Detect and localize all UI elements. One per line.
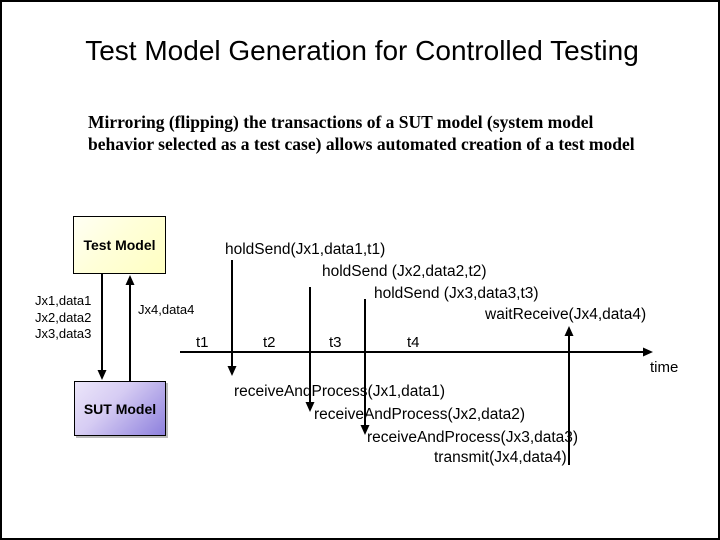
receive-event-3: receiveAndProcess(Jx3,data3) xyxy=(367,429,579,446)
downlink-label-2: Jx2,data2 xyxy=(35,309,92,325)
sut-model-label: SUT Model xyxy=(83,400,157,417)
sut-model-box: SUT Model xyxy=(74,381,166,436)
downlink-label-1: Jx1,data1 xyxy=(35,293,92,308)
arrow-test-to-sut xyxy=(97,274,107,380)
slide-title: Test Model Generation for Controlled Tes… xyxy=(85,35,639,66)
uplink-label: Jx4,data4 xyxy=(138,302,195,317)
receive-event-4: transmit(Jx4,data4) xyxy=(434,449,567,466)
receive-event-2: receiveAndProcess(Jx2,data2) xyxy=(314,406,526,423)
test-model-label: Test Model xyxy=(83,237,156,253)
time-axis-label: time xyxy=(650,359,679,376)
downlink-labels: Jx1,data1 Jx2,data2 Jx3,data3 xyxy=(35,293,91,343)
send-event-3: holdSend (Jx3,data3,t3) xyxy=(374,285,539,302)
send-event-1: holdSend(Jx1,data1,t1) xyxy=(225,241,386,258)
timeline-tick-t2: t2 xyxy=(263,334,276,351)
slide-body-paragraph: Mirroring (flipping) the transactions of… xyxy=(88,112,635,154)
send-event-2: holdSend (Jx2,data2,t2) xyxy=(322,263,487,280)
arrow-sut-to-test xyxy=(125,275,135,381)
arrow-holdsend-1 xyxy=(227,260,237,376)
send-event-4: waitReceive(Jx4,data4) xyxy=(485,306,647,323)
downlink-label-3: Jx3,data3 xyxy=(35,326,92,341)
timeline-tick-t3: t3 xyxy=(329,334,342,351)
timeline-tick-t1: t1 xyxy=(196,334,209,351)
timeline-tick-t4: t4 xyxy=(407,334,420,351)
test-model-box: Test Model xyxy=(73,216,166,274)
receive-event-1: receiveAndProcess(Jx1,data1) xyxy=(234,383,446,400)
